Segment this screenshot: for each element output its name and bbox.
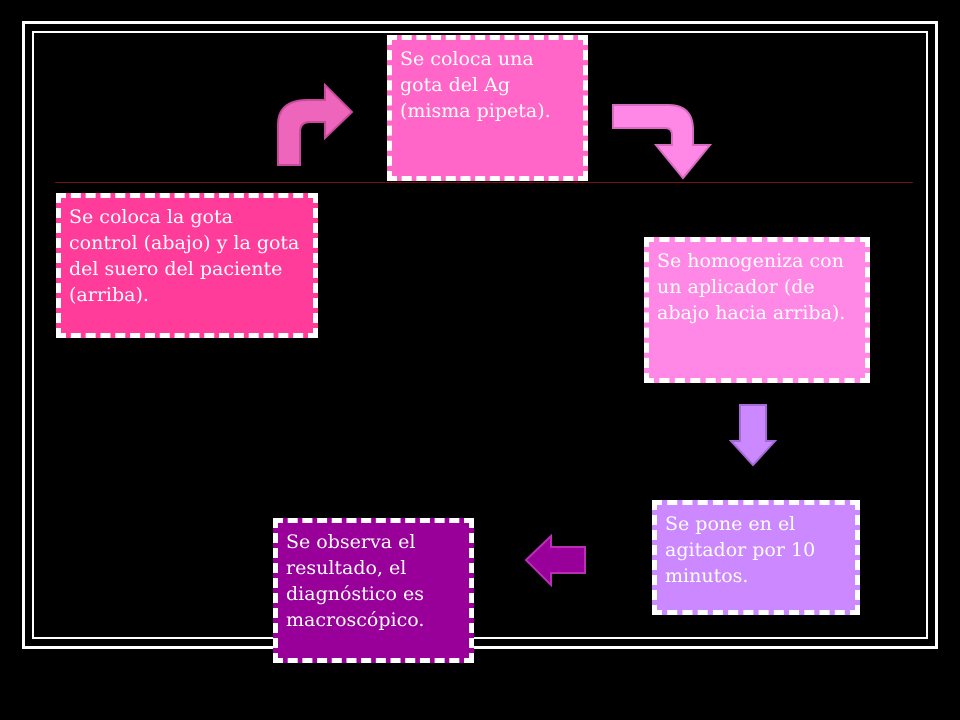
step-box-observe-result: Se observa el resultado, el diagnóstico … — [273, 518, 474, 663]
step-text: Se coloca una gota del Ag (misma pipeta)… — [400, 48, 551, 122]
step-box-shaker: Se pone en el agitador por 10 minutos. — [652, 500, 860, 615]
step-text: Se coloca la gota control (abajo) y la g… — [69, 206, 300, 306]
step-text: Se observa el resultado, el diagnóstico … — [286, 531, 425, 631]
slide-outer-frame — [22, 21, 938, 649]
step-text: Se homogeniza con un aplicador (de abajo… — [657, 250, 846, 324]
arrow-left-icon — [524, 533, 586, 588]
slide-inner-frame — [32, 31, 928, 639]
arrow-down-icon — [728, 404, 778, 467]
curved-arrow-up-right-icon — [277, 82, 354, 166]
step-box-control-drop: Se coloca la gota control (abajo) y la g… — [56, 193, 318, 338]
divider-line — [55, 182, 913, 183]
step-text: Se pone en el agitador por 10 minutos. — [665, 513, 816, 587]
curved-arrow-right-down-icon — [612, 104, 713, 180]
step-box-antigen-drop: Se coloca una gota del Ag (misma pipeta)… — [387, 35, 588, 181]
step-box-homogenize: Se homogeniza con un aplicador (de abajo… — [644, 237, 870, 383]
